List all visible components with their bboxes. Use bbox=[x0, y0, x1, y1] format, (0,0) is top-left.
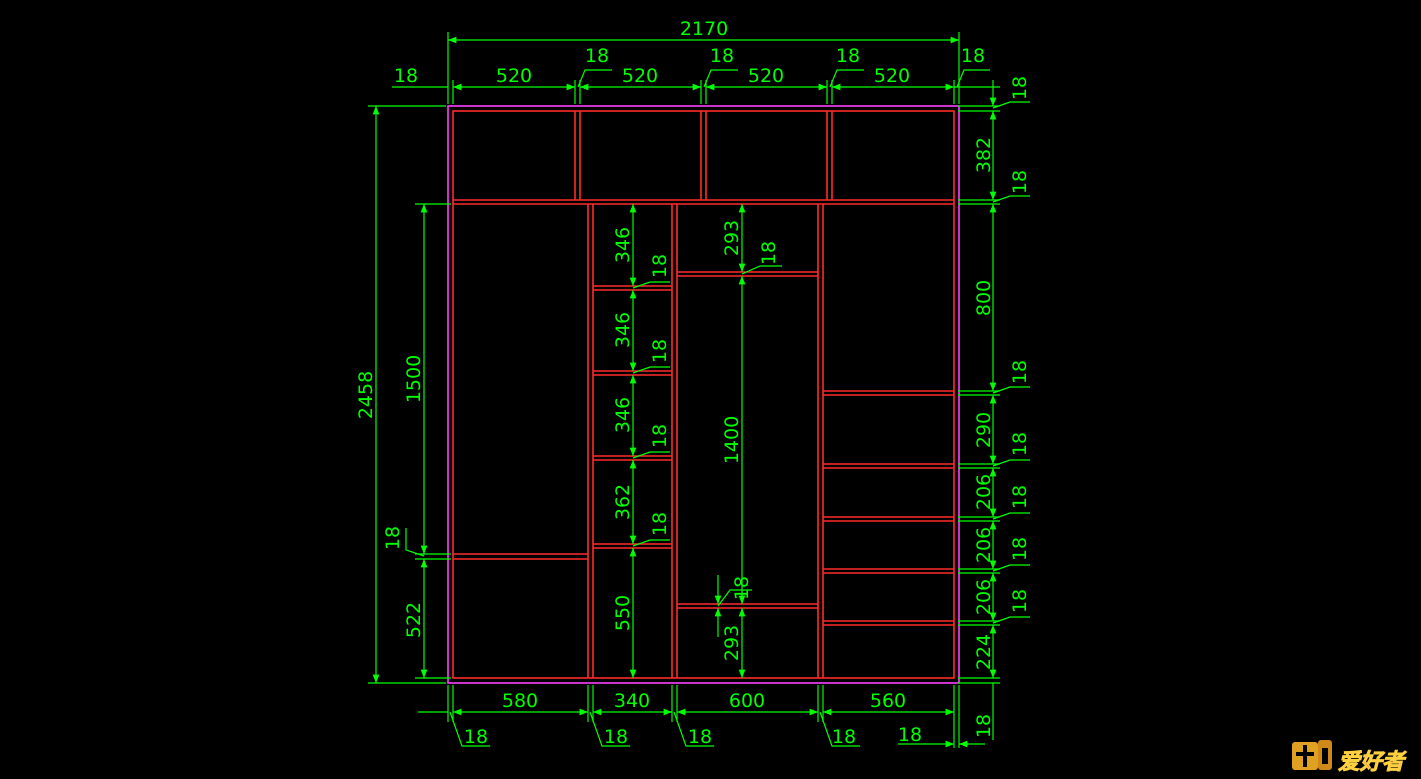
watermark-logo: 爱好者 bbox=[1292, 740, 1407, 775]
dim-col3-4: 18 bbox=[731, 576, 753, 600]
dim-col2-1: 346 bbox=[612, 227, 634, 263]
dim-right-15: 18 bbox=[973, 714, 995, 738]
dim-col2-3: 346 bbox=[612, 312, 634, 348]
dimension-labels: 2170 18 520 18 520 18 520 18 520 18 18 5… bbox=[355, 18, 1031, 748]
dim-bottom-8: 560 bbox=[870, 690, 906, 712]
dim-top-4: 520 bbox=[622, 65, 658, 87]
dim-top-3: 18 bbox=[585, 45, 609, 67]
dim-top-9: 18 bbox=[961, 45, 985, 67]
dim-right-6: 290 bbox=[973, 412, 995, 448]
dim-bottom-2: 580 bbox=[502, 690, 538, 712]
dim-col2-2: 18 bbox=[649, 254, 671, 278]
dim-right-13: 18 bbox=[1009, 589, 1031, 613]
dim-col2-9: 550 bbox=[612, 595, 634, 631]
dim-bottom-1: 18 bbox=[464, 726, 488, 748]
dim-right-1: 18 bbox=[1009, 76, 1031, 100]
dim-left-1: 1500 bbox=[403, 355, 425, 403]
dim-right-5: 18 bbox=[1009, 360, 1031, 384]
dim-left-3: 522 bbox=[403, 602, 425, 638]
dim-top-6: 520 bbox=[748, 65, 784, 87]
dim-right-10: 206 bbox=[973, 527, 995, 563]
dim-top-8: 520 bbox=[874, 65, 910, 87]
dim-right-2: 382 bbox=[973, 137, 995, 173]
dim-col2-8: 18 bbox=[649, 512, 671, 536]
dim-bottom-9: 18 bbox=[898, 724, 922, 746]
dim-right-14: 224 bbox=[973, 634, 995, 670]
dim-right-7: 18 bbox=[1009, 432, 1031, 456]
wood-craftsman-icon bbox=[1292, 740, 1332, 770]
dim-right-4: 800 bbox=[973, 280, 995, 316]
dim-bottom-7: 18 bbox=[832, 726, 856, 748]
dim-right-8: 206 bbox=[973, 474, 995, 510]
cabinet-panels bbox=[447, 105, 960, 684]
dim-col3-2: 18 bbox=[758, 241, 780, 265]
dim-col3-3: 1400 bbox=[721, 416, 743, 464]
dim-top-5: 18 bbox=[710, 45, 734, 67]
dim-bottom-5: 18 bbox=[688, 726, 712, 748]
dim-top-2: 520 bbox=[496, 65, 532, 87]
dim-right-12: 206 bbox=[973, 579, 995, 615]
dim-col2-7: 362 bbox=[612, 484, 634, 520]
dim-col3-5: 293 bbox=[721, 625, 743, 661]
dim-right-11: 18 bbox=[1009, 537, 1031, 561]
dim-top-7: 18 bbox=[836, 45, 860, 67]
dim-overall-width: 2170 bbox=[680, 18, 728, 40]
dim-bottom-4: 340 bbox=[614, 690, 650, 712]
dim-left-2: 18 bbox=[382, 526, 404, 550]
dim-col3-1: 293 bbox=[721, 220, 743, 256]
dim-right-3: 18 bbox=[1009, 170, 1031, 194]
dim-bottom-6: 600 bbox=[729, 690, 765, 712]
watermark-text: 爱好者 bbox=[1338, 750, 1407, 775]
dim-col2-5: 346 bbox=[612, 397, 634, 433]
dim-bottom-3: 18 bbox=[604, 726, 628, 748]
dim-col2-6: 18 bbox=[649, 424, 671, 448]
dim-top-1: 18 bbox=[394, 65, 418, 87]
dimension-lines bbox=[368, 32, 1030, 748]
dim-col2-4: 18 bbox=[649, 339, 671, 363]
dim-right-9: 18 bbox=[1009, 485, 1031, 509]
dim-overall-height: 2458 bbox=[355, 371, 377, 419]
